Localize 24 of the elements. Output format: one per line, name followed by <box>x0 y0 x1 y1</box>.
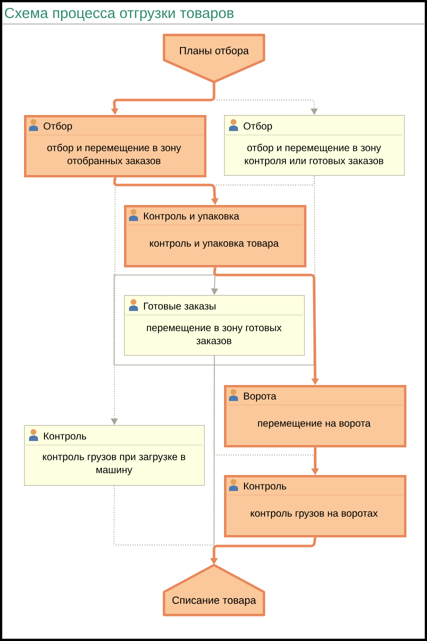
process-box <box>124 205 306 268</box>
process-box <box>24 425 205 486</box>
pentagon-box: Планы отбора <box>162 34 266 84</box>
box-heading: Ворота <box>244 392 276 402</box>
box-text: отбор и перемещение в зону контроля или готовых заказов <box>244 144 384 166</box>
box-text: перемещение на ворота <box>258 421 371 429</box>
process-box <box>124 295 305 356</box>
box-heading: Контроль <box>244 482 286 492</box>
process-box <box>224 385 406 448</box>
box-heading: Контроль и упаковка <box>144 212 240 222</box>
process-box <box>224 475 406 538</box>
box-heading: Контроль <box>44 432 86 442</box>
title: Схема процесса отгрузки товаров <box>4 8 234 22</box>
box-text: перемещение в зону готовых заказов <box>147 326 282 344</box>
box-text: контроль грузов при загрузке в машину <box>42 454 186 476</box>
box-text: контроль и упаковка товара <box>150 241 279 249</box>
box-heading: Готовые заказы <box>144 302 216 310</box>
pentagon-box: Списание товара <box>162 564 266 616</box>
process-box <box>24 115 206 178</box>
box-heading: Отбор <box>244 122 272 132</box>
box-heading: Отбор <box>44 122 72 132</box>
process-box <box>224 115 405 176</box>
box-text: контроль грузов на воротах <box>250 511 378 519</box>
box-text: отбор и перемещение в зону отобранных заказов <box>47 144 182 166</box>
